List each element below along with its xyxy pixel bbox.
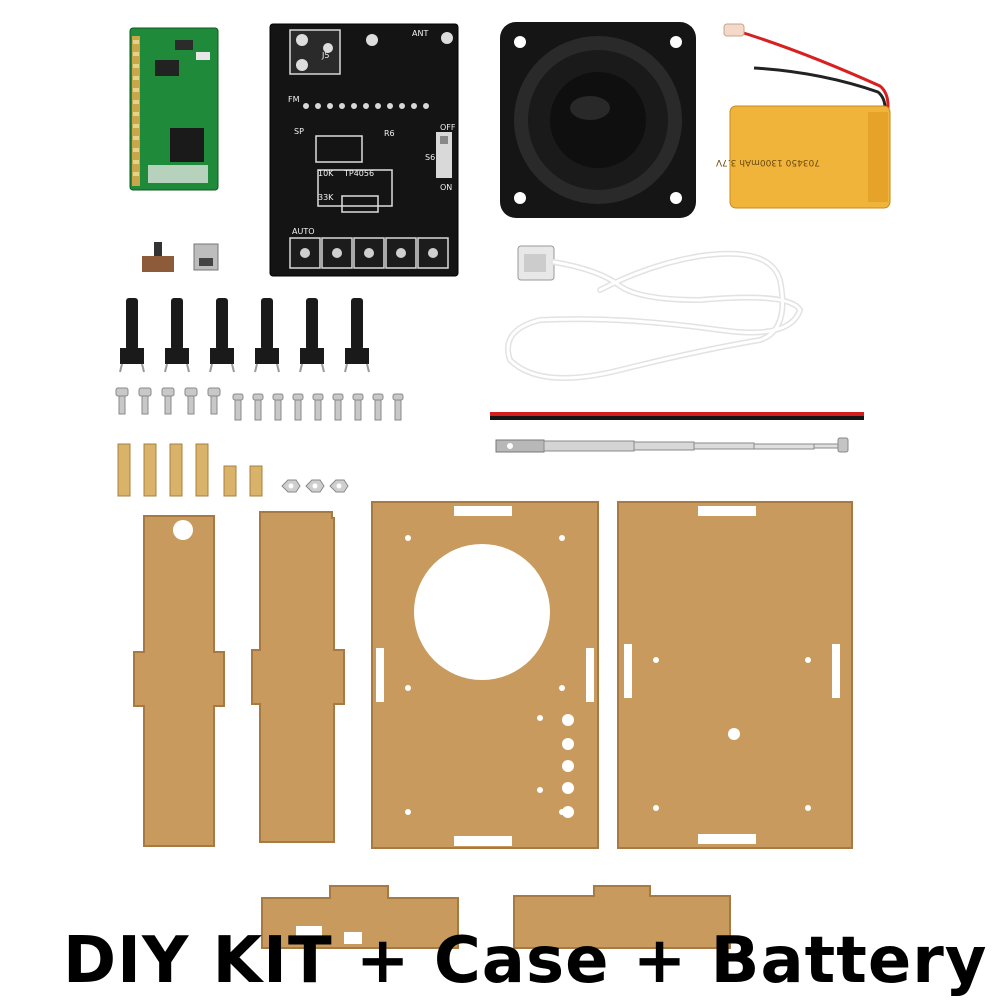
pcb-label-ant: ANT — [412, 29, 428, 38]
usb-connector — [193, 243, 219, 271]
red-black-wire — [490, 412, 864, 420]
nuts — [281, 479, 349, 493]
pcb-label-fm: FM — [288, 95, 300, 104]
pcb-label-auto: AUTO — [292, 227, 315, 236]
pcb-label-s6: S6 — [425, 153, 435, 162]
brass-standoffs — [117, 443, 263, 497]
pcb-label-sp: SP — [294, 127, 304, 136]
slide-switch — [142, 242, 174, 272]
pcb-label-off: OFF — [440, 123, 456, 132]
acrylic-bottom-panel — [513, 885, 731, 949]
acrylic-side-panel-right — [251, 511, 345, 843]
screws — [115, 387, 404, 421]
acrylic-back-panel — [617, 501, 853, 849]
speaker — [500, 22, 696, 218]
black-main-pcb: ANT J5 FM OFF ON TP4056 10K 33K AUTO S6 … — [269, 23, 459, 277]
lipo-battery: 703450 1300mAh 3.7V — [715, 23, 891, 209]
product-caption: DIY KIT + Case + Battery — [63, 924, 988, 998]
tactile-buttons — [119, 298, 370, 373]
acrylic-side-panel-left — [133, 515, 225, 847]
green-fm-module — [129, 27, 219, 191]
pcb-label-tp4056: TP4056 — [343, 169, 374, 178]
acrylic-front-panel — [371, 501, 599, 849]
pcb-label-on: ON — [440, 183, 452, 192]
usb-cable — [505, 245, 804, 381]
pcb-label-10k: 10K — [318, 169, 334, 178]
pcb-label-j5: J5 — [321, 51, 329, 60]
acrylic-top-panel — [261, 885, 459, 949]
pcb-label-r6: R6 — [384, 129, 395, 138]
telescopic-antenna — [495, 437, 849, 453]
pcb-label-33k: 33K — [318, 193, 334, 202]
battery-label: 703450 1300mAh 3.7V — [715, 157, 820, 167]
